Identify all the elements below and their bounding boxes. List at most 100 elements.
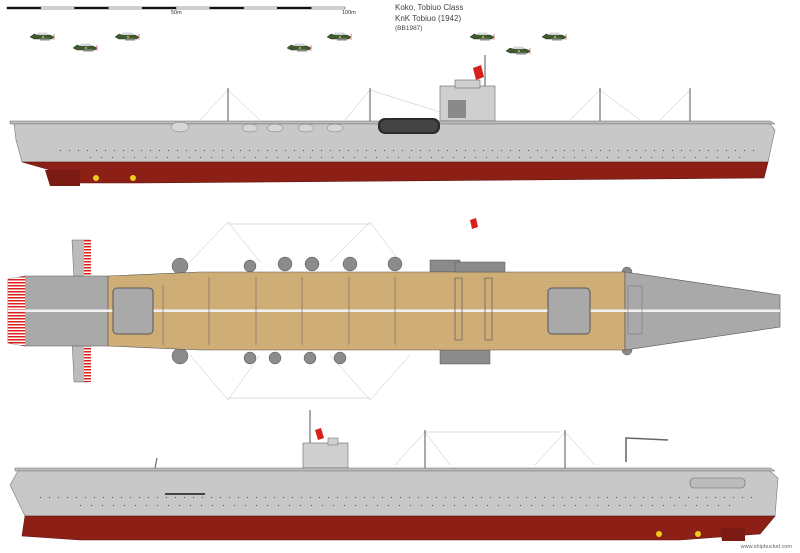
porthole bbox=[679, 497, 680, 498]
porthole bbox=[553, 505, 554, 506]
porthole bbox=[157, 505, 158, 506]
porthole bbox=[391, 497, 392, 498]
porthole bbox=[112, 157, 113, 158]
porthole bbox=[654, 150, 655, 151]
porthole bbox=[288, 157, 289, 158]
porthole bbox=[609, 150, 610, 151]
porthole bbox=[589, 497, 590, 498]
porthole bbox=[134, 157, 135, 158]
porthole bbox=[427, 497, 428, 498]
porthole bbox=[274, 497, 275, 498]
scale-bar-segment bbox=[311, 6, 346, 10]
porthole bbox=[130, 497, 131, 498]
porthole bbox=[438, 150, 439, 151]
porthole bbox=[591, 150, 592, 151]
porthole bbox=[222, 157, 223, 158]
porthole bbox=[278, 505, 279, 506]
porthole bbox=[145, 157, 146, 158]
porthole bbox=[132, 150, 133, 151]
porthole bbox=[276, 150, 277, 151]
porthole bbox=[398, 157, 399, 158]
porthole bbox=[418, 497, 419, 498]
scale-bar-segment bbox=[74, 6, 109, 10]
porthole bbox=[382, 497, 383, 498]
porthole bbox=[663, 505, 664, 506]
starboard-profile-view bbox=[9, 55, 776, 186]
porthole bbox=[332, 157, 333, 158]
porthole bbox=[531, 505, 532, 506]
porthole bbox=[240, 150, 241, 151]
porthole bbox=[167, 157, 168, 158]
porthole bbox=[535, 497, 536, 498]
porthole bbox=[256, 497, 257, 498]
porthole bbox=[300, 505, 301, 506]
porthole bbox=[366, 150, 367, 151]
porthole bbox=[596, 157, 597, 158]
porthole bbox=[553, 497, 554, 498]
porthole bbox=[220, 497, 221, 498]
porthole bbox=[627, 150, 628, 151]
porthole bbox=[530, 157, 531, 158]
porthole bbox=[333, 505, 334, 506]
porthole bbox=[486, 157, 487, 158]
porthole bbox=[112, 497, 113, 498]
porthole bbox=[355, 497, 356, 498]
porthole bbox=[542, 505, 543, 506]
porthole bbox=[688, 497, 689, 498]
porthole bbox=[303, 150, 304, 151]
porthole bbox=[195, 150, 196, 151]
porthole bbox=[139, 497, 140, 498]
porthole bbox=[375, 150, 376, 151]
porthole bbox=[681, 150, 682, 151]
scale-bar-segment bbox=[108, 6, 143, 10]
porthole bbox=[481, 497, 482, 498]
porthole bbox=[465, 150, 466, 151]
porthole bbox=[618, 150, 619, 151]
porthole bbox=[629, 157, 630, 158]
porthole bbox=[706, 157, 707, 158]
porthole bbox=[60, 150, 61, 151]
drawing-title-line3: (BB1987) bbox=[395, 25, 423, 32]
porthole bbox=[101, 157, 102, 158]
porthole bbox=[105, 150, 106, 151]
porthole bbox=[223, 505, 224, 506]
porthole bbox=[114, 150, 115, 151]
porthole bbox=[410, 505, 411, 506]
porthole bbox=[213, 150, 214, 151]
porthole bbox=[354, 157, 355, 158]
porthole bbox=[267, 505, 268, 506]
porthole bbox=[189, 157, 190, 158]
porthole bbox=[179, 505, 180, 506]
porthole bbox=[175, 497, 176, 498]
porthole bbox=[123, 150, 124, 151]
porthole bbox=[483, 150, 484, 151]
porthole bbox=[454, 505, 455, 506]
porthole bbox=[726, 150, 727, 151]
porthole bbox=[366, 505, 367, 506]
porthole bbox=[690, 150, 691, 151]
porthole bbox=[346, 497, 347, 498]
porthole bbox=[301, 497, 302, 498]
porthole bbox=[625, 497, 626, 498]
porthole bbox=[420, 150, 421, 151]
porthole bbox=[292, 497, 293, 498]
porthole bbox=[285, 150, 286, 151]
porthole bbox=[238, 497, 239, 498]
porthole bbox=[552, 157, 553, 158]
scale-bar-segment bbox=[40, 6, 75, 10]
porthole bbox=[322, 505, 323, 506]
porthole bbox=[90, 157, 91, 158]
porthole bbox=[399, 505, 400, 506]
porthole bbox=[564, 150, 565, 151]
porthole bbox=[641, 505, 642, 506]
porthole bbox=[277, 157, 278, 158]
aircraft-group bbox=[29, 32, 567, 55]
porthole bbox=[409, 157, 410, 158]
porthole bbox=[651, 157, 652, 158]
porthole bbox=[69, 150, 70, 151]
porthole bbox=[442, 157, 443, 158]
porthole bbox=[652, 505, 653, 506]
porthole bbox=[348, 150, 349, 151]
porthole bbox=[355, 505, 356, 506]
porthole bbox=[233, 157, 234, 158]
